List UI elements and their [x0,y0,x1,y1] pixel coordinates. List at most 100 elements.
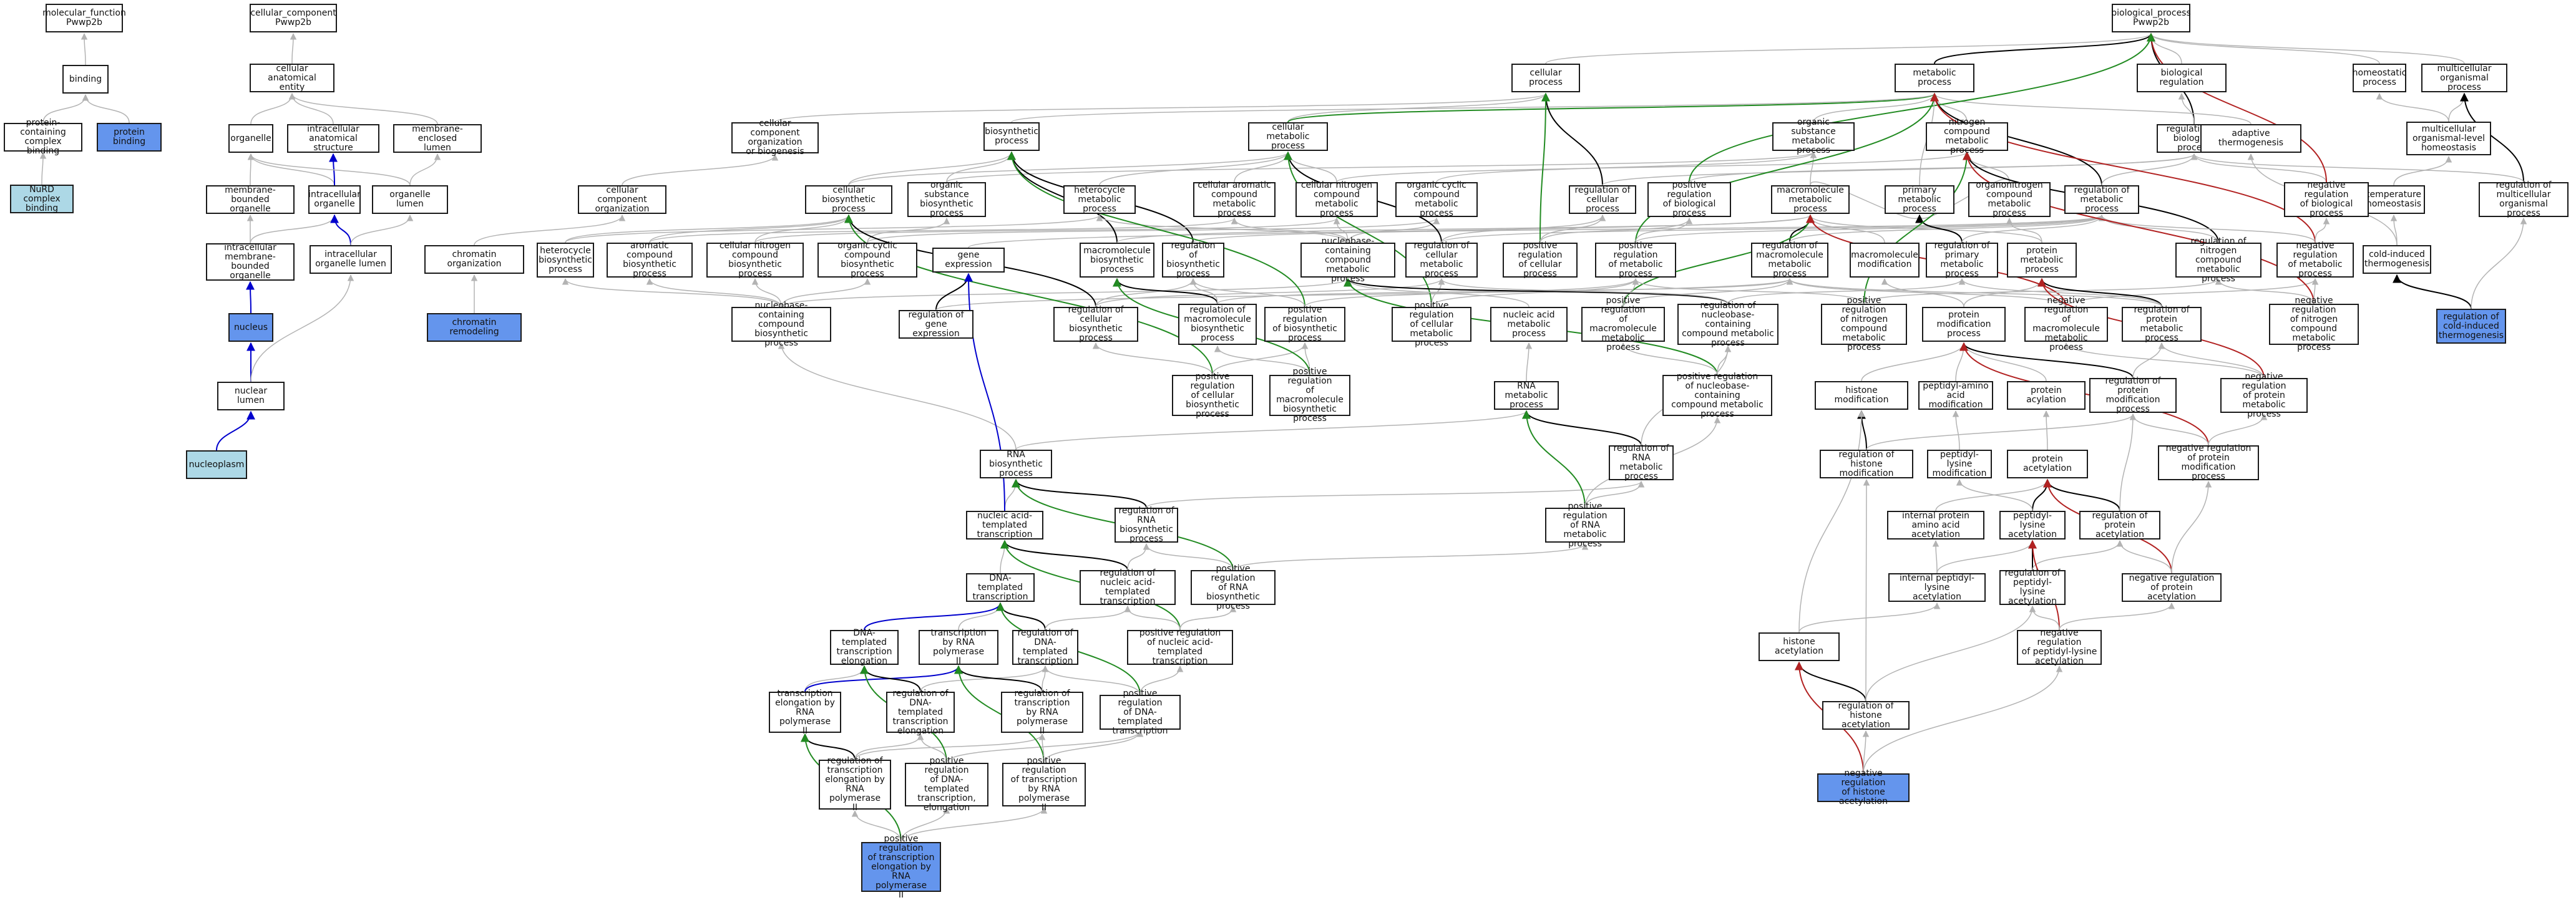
node-internal-protein-amino-acid-acetylation[interactable]: internal protein amino acid acetylation [1887,511,1984,540]
node-positive-regulation-of-nucleobase-containing-compound-metabolic-process[interactable]: positive regulation of nucleobase-contai… [1662,372,1772,419]
node-positive-regulation-of-dna-templated-transcription[interactable]: positive regulation of DNA-templated tra… [1100,689,1181,735]
node-negative-regulation-of-peptidyl-lysine-acetylation[interactable]: negative regulation of peptidyl-lysine a… [2017,629,2102,666]
node-protein-acetylation[interactable]: protein acetylation [2007,450,2088,478]
node-regulation-of-cold-induced-thermogenesis[interactable]: regulation of cold-induced thermogenesis [2436,309,2506,344]
node-membrane-bounded-organelle[interactable]: membrane-bounded organelle [206,185,295,214]
node-protein-modification-process[interactable]: protein modification process [1922,307,2006,342]
node-regulation-of-rna-biosynthetic-process[interactable]: regulation of RNA biosynthetic process [1115,506,1178,544]
node-aromatic-compound-biosynthetic-process[interactable]: aromatic compound biosynthetic process [607,241,693,279]
node-cellular-component-organization[interactable]: cellular component organization [578,185,666,214]
node-organelle-lumen[interactable]: organelle lumen [372,185,448,214]
node-nurd-complex-binding[interactable]: NuRD complex binding [10,185,74,213]
node-nuclear-lumen[interactable]: nuclear lumen [217,382,285,410]
node-macromolecule-biosynthetic-process[interactable]: macromolecule biosynthetic process [1080,243,1154,278]
node-positive-regulation-of-biological-process[interactable]: positive regulation of biological proces… [1647,181,1731,218]
node-nucleic-acid-templated-transcription[interactable]: nucleic acid-templated transcription [966,511,1043,540]
node-membrane-enclosed-lumen[interactable]: membrane-enclosed lumen [393,124,482,153]
node-negative-regulation-of-histone-acetylation[interactable]: negative regulation of histone acetylati… [1817,769,1910,806]
node-intracellular-membrane-bounded-organelle[interactable]: intracellular membrane-bounded organelle [206,243,295,281]
node-biological-regulation[interactable]: biological regulation [2137,64,2227,92]
node-regulation-of-rna-metabolic-process[interactable]: regulation of RNA metabolic process [1609,444,1674,481]
node-protein-containing-complex-binding[interactable]: protein-containing complex binding [4,119,82,156]
node-histone-modification[interactable]: histone modification [1815,381,1908,410]
node-cellular-component-organization-or-biogenesis[interactable]: cellular component organization or bioge… [731,119,819,157]
node-nucleic-acid-metabolic-process[interactable]: nucleic acid metabolic process [1490,307,1568,342]
node-regulation-of-biosynthetic-process[interactable]: regulation of biosynthetic process [1162,241,1224,279]
node-negative-regulation-of-biological-process[interactable]: negative regulation of biological proces… [2284,181,2369,218]
node-dna-templated-transcription[interactable]: DNA-templated transcription [966,573,1035,602]
node-regulation-of-cellular-process[interactable]: regulation of cellular process [1569,185,1636,214]
node-molecular-function[interactable]: molecular_function Pwwp2b [42,4,126,32]
node-negative-regulation-of-metabolic-process[interactable]: negative regulation of metabolic process [2276,241,2354,279]
node-cellular-component[interactable]: cellular_component Pwwp2b [250,4,337,32]
node-macromolecule-metabolic-process[interactable]: macromolecule metabolic process [1771,185,1850,214]
node-cold-induced-thermogenesis[interactable]: cold-induced thermogenesis [2363,245,2431,274]
node-regulation-of-macromolecule-metabolic-process[interactable]: regulation of macromolecule metabolic pr… [1751,241,1828,279]
node-regulation-of-gene-expression[interactable]: regulation of gene expression [899,310,973,339]
node-nucleoplasm[interactable]: nucleoplasm [186,450,247,479]
node-nitrogen-compound-metabolic-process[interactable]: nitrogen compound metabolic process [1926,118,2008,155]
node-regulation-of-dna-templated-transcription-elongation[interactable]: regulation of DNA-templated transcriptio… [886,689,955,735]
node-positive-regulation-of-cellular-process[interactable]: positive regulation of cellular process [1503,241,1578,279]
node-heterocycle-metabolic-process[interactable]: heterocycle metabolic process [1063,185,1136,214]
node-intracellular-organelle-lumen[interactable]: intracellular organelle lumen [310,245,392,274]
node-nucleus[interactable]: nucleus [228,313,273,342]
node-regulation-of-primary-metabolic-process[interactable]: regulation of primary metabolic process [1926,241,1998,279]
node-protein-acylation[interactable]: protein acylation [2007,381,2086,410]
node-intracellular-anatomical-structure[interactable]: intracellular anatomical structure [287,124,379,153]
node-organic-substance-metabolic-process[interactable]: organic substance metabolic process [1772,118,1855,155]
node-homeostatic-process[interactable]: homeostatic process [2353,64,2406,92]
node-positive-regulation-of-rna-biosynthetic-process[interactable]: positive regulation of RNA biosynthetic … [1191,564,1276,611]
node-biosynthetic-process[interactable]: biosynthetic process [983,122,1040,151]
node-peptidyl-amino-acid-modification[interactable]: peptidyl-amino acid modification [1918,381,1993,410]
node-gene-expression[interactable]: gene expression [932,248,1005,273]
node-peptidyl-lysine-modification[interactable]: peptidyl-lysine modification [1927,450,1992,478]
node-regulation-of-histone-acetylation[interactable]: regulation of histone acetylation [1822,701,1910,730]
node-regulation-of-cellular-biosynthetic-process[interactable]: regulation of cellular biosynthetic proc… [1053,306,1138,343]
node-organic-cyclic-compound-biosynthetic-process[interactable]: organic cyclic compound biosynthetic pro… [817,241,917,279]
node-regulation-of-cellular-metabolic-process[interactable]: regulation of cellular metabolic process [1405,241,1478,279]
node-nucleobase-containing-compound-biosynthetic-process[interactable]: nucleobase-containing compound biosynthe… [731,301,831,347]
node-regulation-of-multicellular-organismal-process[interactable]: regulation of multicellular organismal p… [2479,181,2569,218]
node-organic-substance-biosynthetic-process[interactable]: organic substance biosynthetic process [907,181,986,218]
node-cellular-nitrogen-compound-metabolic-process[interactable]: cellular nitrogen compound metabolic pro… [1295,181,1378,218]
node-cellular-anatomical-entity[interactable]: cellular anatomical entity [250,64,334,92]
node-rna-metabolic-process[interactable]: RNA metabolic process [1494,381,1559,410]
node-organonitrogen-compound-metabolic-process[interactable]: organonitrogen compound metabolic proces… [1968,181,2051,218]
node-regulation-of-nucleobase-containing-compound-metabolic-process[interactable]: regulation of nucleobase-containing comp… [1677,301,1778,347]
node-multicellular-organismal-level-homeostasis[interactable]: multicellular organismal-level homeostas… [2406,122,2491,155]
node-regulation-of-protein-acetylation[interactable]: regulation of protein acetylation [2079,511,2160,540]
node-regulation-of-transcription-elongation-by-rna-polymerase-ii[interactable]: regulation of transcription elongation b… [819,757,891,813]
node-intracellular-organelle[interactable]: intracellular organelle [308,185,361,214]
node-dna-templated-transcription-elongation[interactable]: DNA-templated transcription elongation [830,629,899,666]
node-internal-peptidyl-lysine-acetylation[interactable]: internal peptidyl-lysine acetylation [1888,573,1986,602]
node-histone-acetylation[interactable]: histone acetylation [1759,632,1840,661]
node-cellular-nitrogen-compound-biosynthetic-process[interactable]: cellular nitrogen compound biosynthetic … [706,241,804,279]
node-transcription-elongation-by-rna-polymerase-ii[interactable]: transcription elongation by RNA polymera… [769,689,841,735]
node-transcription-by-rna-polymerase-ii[interactable]: transcription by RNA polymerase II [919,629,998,666]
node-temperature-homeostasis[interactable]: temperature homeostasis [2363,185,2425,214]
node-peptidyl-lysine-acetylation[interactable]: peptidyl-lysine acetylation [1999,511,2066,540]
node-positive-regulation-of-cellular-biosynthetic-process[interactable]: positive regulation of cellular biosynth… [1172,372,1253,419]
node-chromatin-organization[interactable]: chromatin organization [424,245,524,274]
node-cellular-process[interactable]: cellular process [1511,64,1580,92]
node-biological-process[interactable]: biological_process Pwwp2b [2111,4,2191,32]
node-cellular-aromatic-compound-metabolic-process[interactable]: cellular aromatic compound metabolic pro… [1193,181,1276,218]
node-regulation-of-peptidyl-lysine-acetylation[interactable]: regulation of peptidyl-lysine acetylatio… [1999,569,2066,606]
node-cellular-biosynthetic-process[interactable]: cellular biosynthetic process [805,185,892,214]
node-regulation-of-transcription-by-rna-polymerase-ii[interactable]: regulation of transcription by RNA polym… [1001,689,1083,735]
node-nucleobase-containing-compound-metabolic-process[interactable]: nucleobase-containing compound metabolic… [1300,236,1395,283]
node-positive-regulation-of-nitrogen-compound-metabolic-process[interactable]: positive regulation of nitrogen compound… [1821,296,1907,352]
node-positive-regulation-of-rna-metabolic-process[interactable]: positive regulation of RNA metabolic pro… [1545,501,1625,548]
node-regulation-of-protein-modification-process[interactable]: regulation of protein modification proce… [2089,377,2177,414]
node-organelle[interactable]: organelle [228,124,273,153]
node-adaptive-thermogenesis-box[interactable]: adaptive thermogenesis [2200,124,2301,153]
node-primary-metabolic-process[interactable]: primary metabolic process [1885,185,1954,214]
node-negative-regulation-of-protein-metabolic-process[interactable]: negative regulation of protein metabolic… [2220,372,2308,419]
node-regulation-of-histone-modification[interactable]: regulation of histone modification [1820,450,1913,478]
node-chromatin-remodeling[interactable]: chromatin remodeling [427,313,522,342]
node-heterocycle-biosynthetic-process[interactable]: heterocycle biosynthetic process [537,243,594,278]
node-positive-regulation-of-cellular-metabolic-process[interactable]: positive regulation of cellular metaboli… [1392,301,1471,347]
node-negative-regulation-of-nitrogen-compound-metabolic-process[interactable]: negative regulation of nitrogen compound… [2269,296,2359,352]
node-protein-binding[interactable]: protein binding [97,123,162,152]
